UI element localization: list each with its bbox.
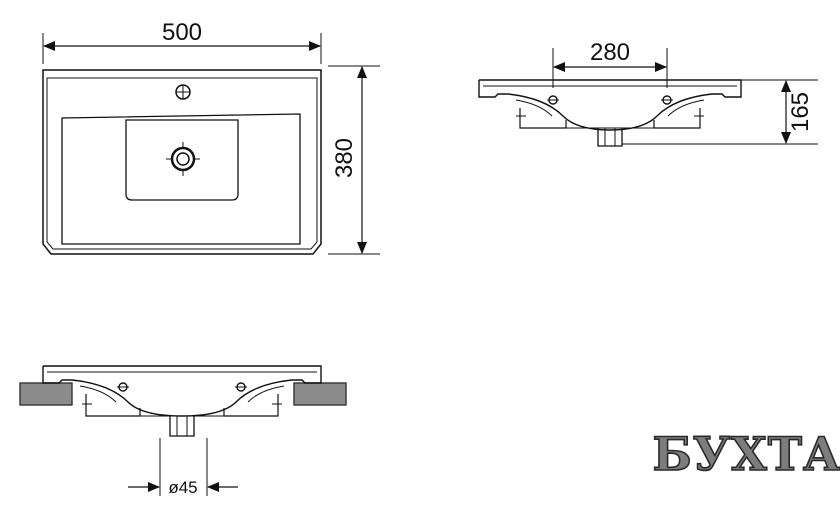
countertop-left — [19, 382, 73, 406]
top-view — [42, 33, 380, 255]
width-label: 500 — [162, 19, 202, 46]
height-label: 165 — [787, 92, 814, 132]
basin-outline-top — [42, 69, 322, 255]
drain-stub — [597, 128, 623, 147]
countertop-right — [293, 382, 347, 406]
drain-hole — [166, 142, 200, 176]
buhta-logo: БУХТА — [652, 427, 840, 481]
basin-bowl-top — [61, 113, 301, 245]
drain-recess — [125, 119, 239, 201]
tap-hole — [175, 84, 191, 100]
depth-label: 380 — [331, 138, 358, 178]
drain-diameter-label: ø45 — [168, 478, 197, 497]
drain-stub-front — [169, 416, 195, 437]
bowl-width-label: 280 — [590, 39, 630, 66]
front-view — [19, 365, 347, 496]
side-view — [478, 48, 818, 147]
